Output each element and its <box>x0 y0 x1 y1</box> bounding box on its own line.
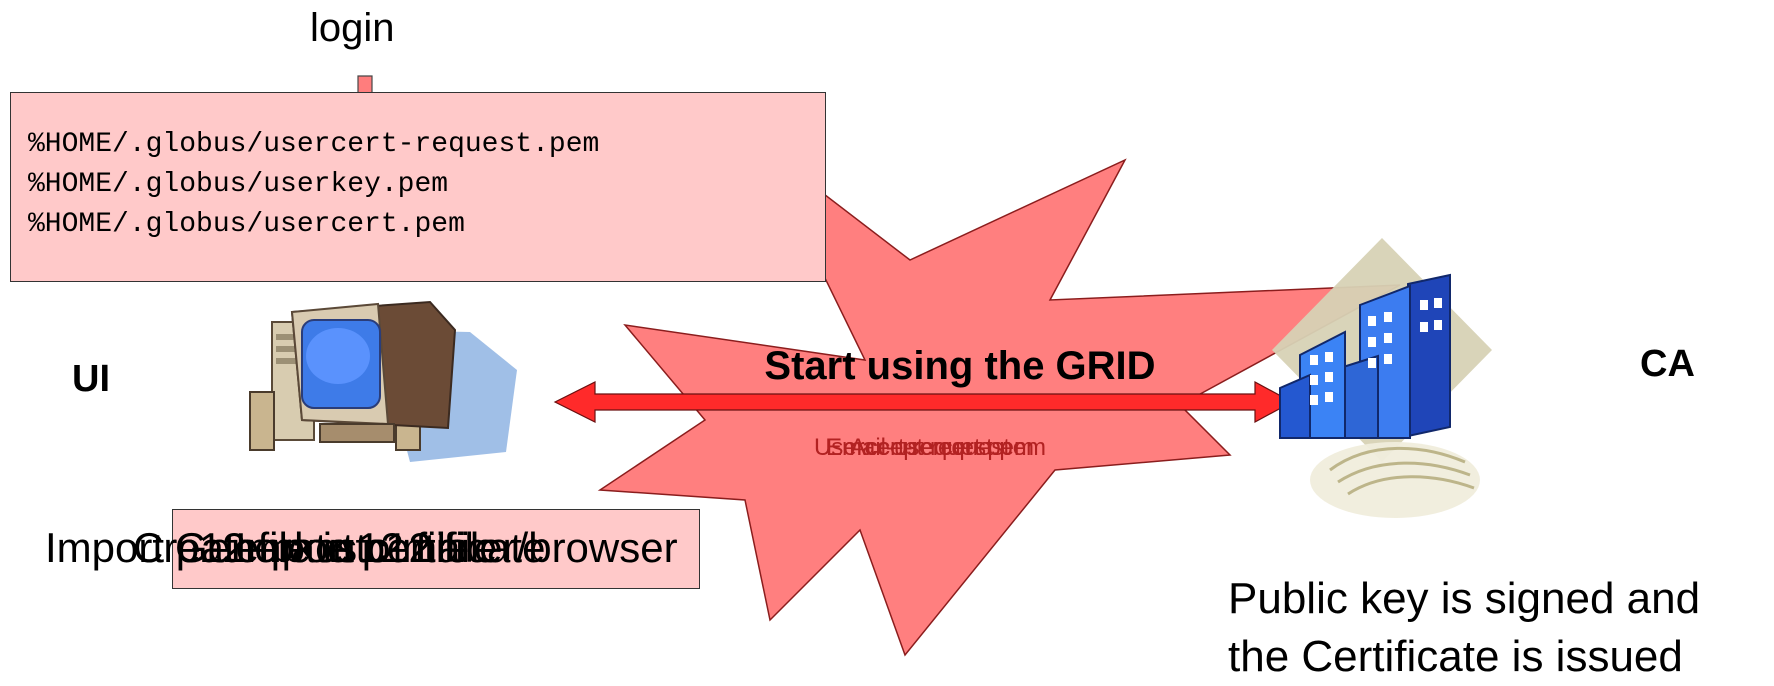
userkey-path: %HOME/.globus/userkey.pem <box>28 169 449 200</box>
building-icon <box>1272 238 1492 518</box>
start-using-grid-label: Start using the GRID <box>764 344 1156 388</box>
usercert-request-path: %HOME/.globus/usercert-request.pem <box>28 129 600 160</box>
login-label: login <box>310 6 395 50</box>
certificate-files-box <box>10 92 826 282</box>
ca-label: CA <box>1640 343 1695 385</box>
usercert-path: %HOME/.globus/usercert.pem <box>28 209 465 240</box>
arrow-overlap-text-2: Accept request <box>849 434 1011 461</box>
computer-icon <box>249 300 517 462</box>
bottom-overlap-text: Import p12 file into mailer/browser Crea… <box>45 522 845 582</box>
arrow-overlap-text-3: Email-usercert.pem <box>825 434 1035 461</box>
ca-caption: Public key is signed and the Certificate… <box>1228 574 1701 681</box>
bottom-overlap-text-4: Import certificate <box>235 524 546 571</box>
bottom-overlap-text-2: Create pkcs12 file <box>133 524 470 571</box>
bottom-overlap-text-3: Generate p12 file <box>175 524 498 571</box>
bottom-overlap-text-1: Import p12 file into mailer/browser <box>45 524 678 571</box>
arrow-overlap-text-1: Usercert-request.pem <box>813 434 1047 461</box>
ui-label: UI <box>72 358 110 400</box>
lower-pink-box <box>172 509 700 589</box>
